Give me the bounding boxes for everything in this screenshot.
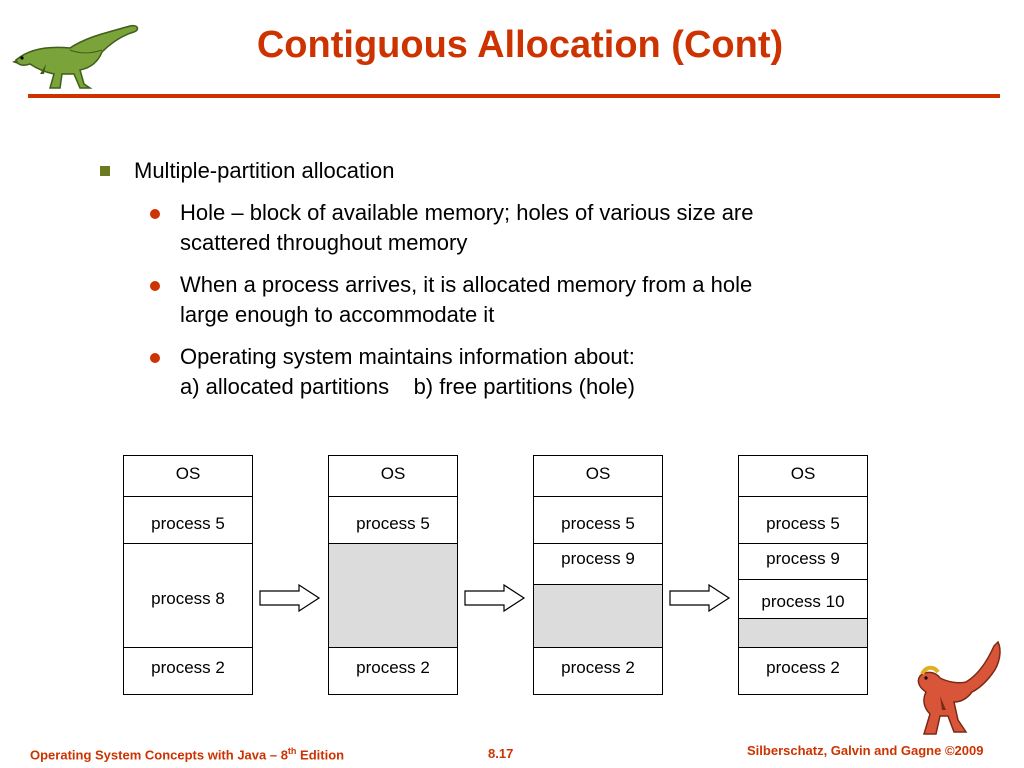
memory-block-hole xyxy=(534,584,662,647)
square-bullet-icon xyxy=(100,166,110,176)
footer-book-title-text: Operating System Concepts with Java – 8 xyxy=(30,747,288,763)
round-bullet-icon xyxy=(150,281,160,291)
memory-block-os: OS xyxy=(380,464,406,483)
memory-column-3: OS process 5 process 9 process 2 xyxy=(533,455,663,695)
memory-block-process: process 10 xyxy=(739,579,867,618)
footer-copyright: Silberschatz, Galvin and Gagne ©2009 xyxy=(747,743,984,758)
sub-bullet-line: large enough to accommodate it xyxy=(180,302,495,327)
memory-block-process: process 5 xyxy=(534,496,662,543)
green-dinosaur-icon xyxy=(12,24,139,89)
memory-block-process: process 2 xyxy=(124,647,252,694)
memory-column-4: OS process 5 process 9 process 10 proces… xyxy=(738,455,868,695)
right-arrow-icon xyxy=(259,584,321,612)
memory-block-hole xyxy=(329,543,457,647)
memory-block-process: process 8 xyxy=(124,543,252,647)
sub-bullet-line: Hole – block of available memory; holes … xyxy=(180,200,754,225)
footer-edition-superscript: th xyxy=(287,746,297,756)
memory-block-process: process 5 xyxy=(329,496,457,543)
round-bullet-icon xyxy=(150,353,160,363)
memory-block-process: process 9 xyxy=(739,543,867,579)
memory-block-process: process 2 xyxy=(329,647,457,694)
memory-column-2: OS process 5 process 2 xyxy=(328,455,458,695)
sub-bullet-line: Operating system maintains information a… xyxy=(180,344,635,369)
sub-bullet-line: scattered throughout memory xyxy=(180,230,468,255)
memory-block-process: process 2 xyxy=(534,647,662,694)
footer-edition-text: Edition xyxy=(296,747,345,763)
sub-bullet-item: Hole – block of available memory; holes … xyxy=(96,198,896,258)
memory-block-process: process 5 xyxy=(124,496,252,543)
footer-book-title: Operating System Concepts with Java – 8t… xyxy=(30,746,344,762)
sub-bullet-item: When a process arrives, it is allocated … xyxy=(96,270,896,330)
bullet-item: Multiple-partition allocation xyxy=(96,156,896,186)
footer-page-number: 8.17 xyxy=(488,746,514,761)
right-arrow-icon xyxy=(464,584,526,612)
sub-bullet-item: Operating system maintains information a… xyxy=(96,342,896,402)
slide-title: Contiguous Allocation (Cont) xyxy=(256,24,784,66)
memory-block-process: process 2 xyxy=(739,647,867,694)
right-arrow-icon xyxy=(669,584,731,612)
memory-block-process: process 9 xyxy=(534,543,662,584)
title-underline xyxy=(28,94,1000,98)
memory-block-os: OS xyxy=(585,464,611,483)
sub-bullet-line: When a process arrives, it is allocated … xyxy=(180,272,753,297)
memory-column-1: OS process 5 process 8 process 2 xyxy=(123,455,253,695)
memory-block-hole xyxy=(739,618,867,647)
red-dinosaur-icon xyxy=(917,640,1001,735)
memory-block-os: OS xyxy=(175,464,201,483)
memory-block-os: OS xyxy=(790,464,816,483)
bullet-text: Multiple-partition allocation xyxy=(134,158,395,183)
memory-block-process: process 5 xyxy=(739,496,867,543)
sub-bullet-line: a) allocated partitions b) free partitio… xyxy=(180,374,635,399)
slide-body: Multiple-partition allocation Hole – blo… xyxy=(96,156,896,402)
round-bullet-icon xyxy=(150,209,160,219)
